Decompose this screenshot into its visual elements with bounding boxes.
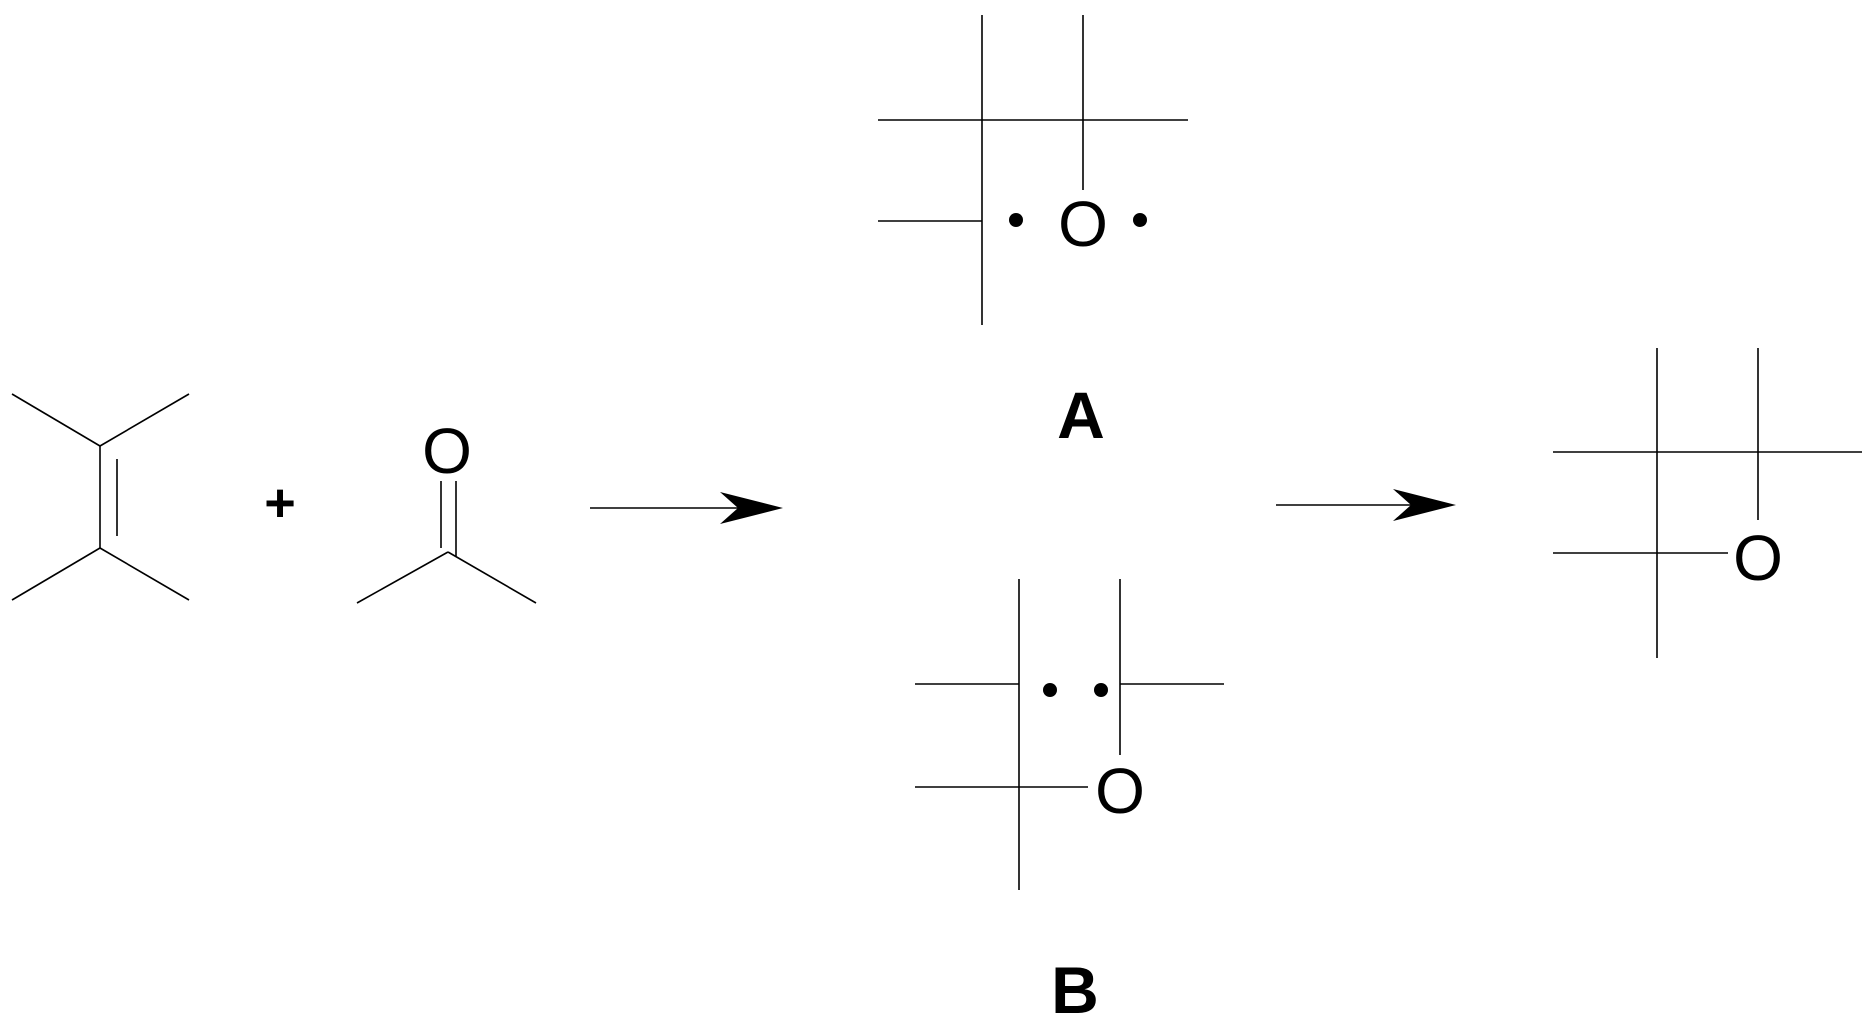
- intermediate-a: O A: [878, 15, 1188, 452]
- ketone-bond-right: [447, 551, 537, 604]
- reaction-arrow-1-head: [720, 492, 783, 524]
- intermediate-a-radical-dot-left: [1009, 213, 1023, 227]
- alkene-reactant: [11, 393, 190, 601]
- intermediate-b-radical-dot-left: [1043, 683, 1057, 697]
- intermediate-a-radical-dot-right: [1133, 213, 1147, 227]
- oxetane-product: O: [1553, 348, 1862, 658]
- intermediate-b: O B: [915, 579, 1224, 1024]
- plus-sign: +: [264, 473, 296, 533]
- alkene-bond-upper-right: [99, 393, 190, 447]
- intermediate-b-radical-dot-right: [1094, 683, 1108, 697]
- intermediate-b-oxygen-label: O: [1095, 755, 1145, 827]
- alkene-bond-lower-left: [11, 547, 101, 601]
- ketone-bond-left: [356, 551, 449, 604]
- intermediate-a-label: A: [1057, 378, 1105, 452]
- alkene-bond-upper-left: [11, 393, 101, 447]
- intermediate-a-oxygen-label: O: [1058, 188, 1108, 260]
- reaction-arrow-2: [1276, 489, 1456, 521]
- reaction-arrow-1: [590, 492, 783, 524]
- ketone-oxygen-label: O: [422, 415, 472, 487]
- reaction-arrow-2-head: [1393, 489, 1456, 521]
- intermediate-b-label: B: [1051, 953, 1099, 1024]
- product-oxygen-label: O: [1733, 522, 1783, 594]
- alkene-bond-lower-right: [99, 547, 190, 601]
- ketone-reactant: O: [356, 415, 537, 604]
